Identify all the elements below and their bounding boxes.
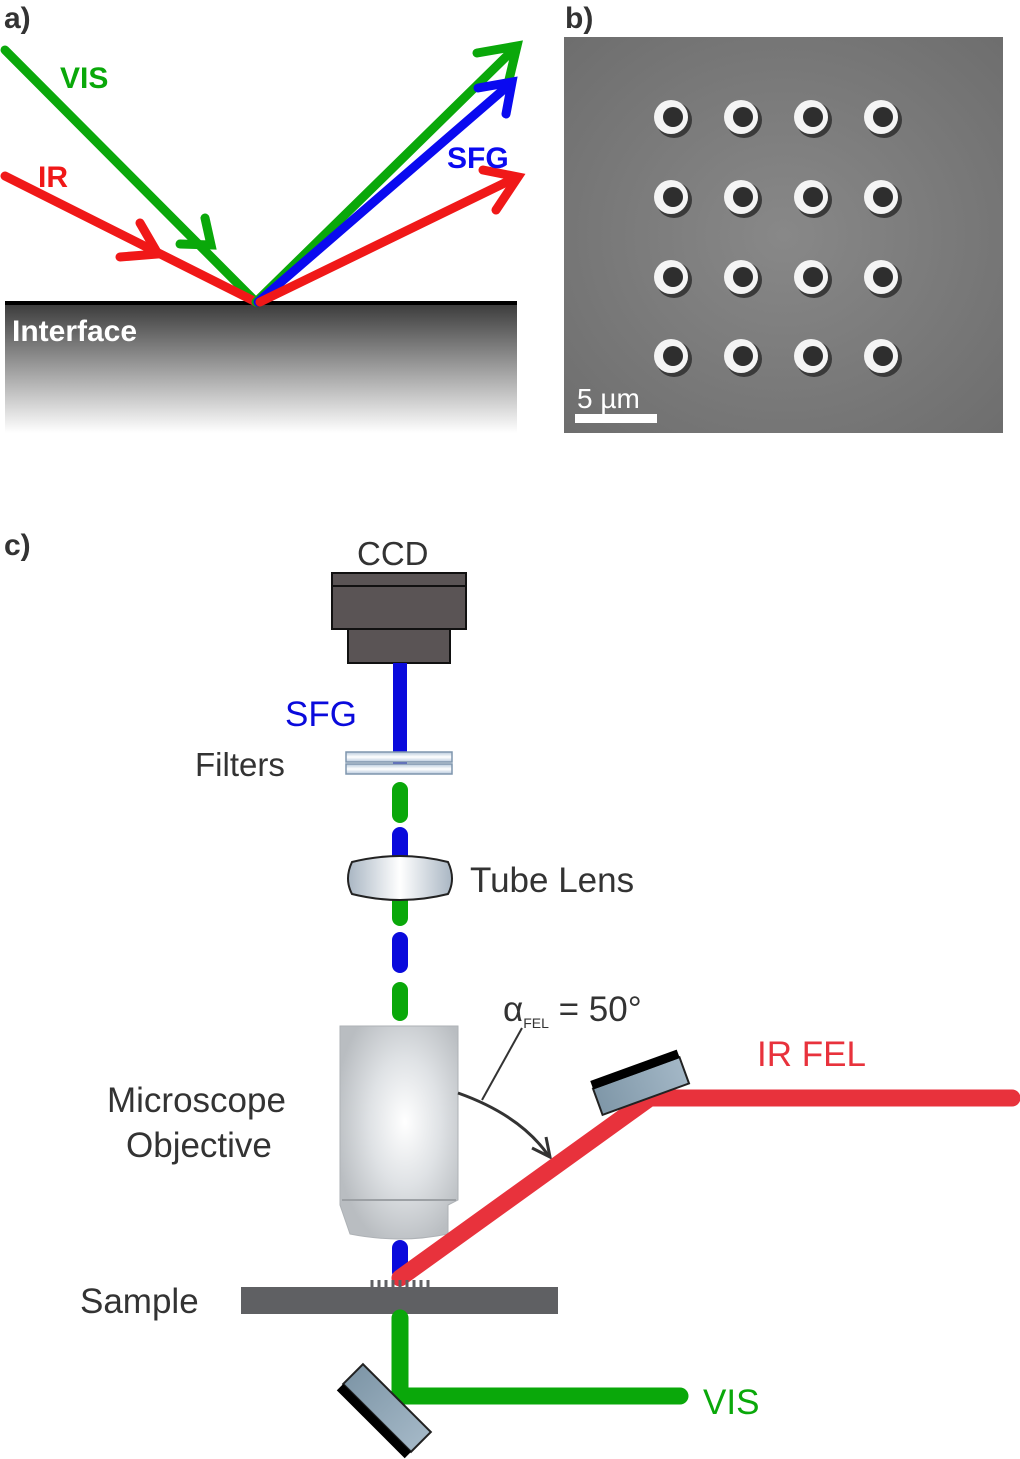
sem-dot (724, 100, 762, 138)
vis-beam-c (391, 1309, 689, 1405)
sem-dot (724, 260, 762, 298)
tube-lens (347, 855, 453, 901)
microscope-objective (339, 1025, 459, 1240)
panel-b: b) 5 µm (564, 2, 1003, 433)
vis-beam-outgoing (251, 40, 523, 307)
ir-fel-mirror (590, 1049, 691, 1117)
panel-c: c) CCD SFG Filters Tube Lens (4, 529, 1020, 1459)
filters-label: Filters (195, 746, 285, 783)
sem-dot (724, 339, 762, 377)
vis-beam-incoming (0, 45, 261, 307)
scale-bar-label: 5 µm (577, 383, 640, 414)
sem-dot (864, 339, 902, 377)
sem-dot (654, 260, 692, 298)
sample-structures (370, 1280, 430, 1287)
filters (345, 751, 453, 775)
ir-beam-incoming (0, 171, 261, 307)
objective-label-line2: Objective (126, 1126, 272, 1165)
sem-image-background (564, 37, 1003, 433)
sfg-label-a: SFG (447, 142, 509, 175)
sem-dot (654, 100, 692, 138)
sample-label: Sample (80, 1282, 199, 1321)
sem-dot (654, 339, 692, 377)
sem-dot-array (654, 100, 902, 377)
tube-lens-label: Tube Lens (470, 861, 634, 900)
sem-dot (794, 180, 832, 218)
sfg-label-c: SFG (285, 695, 357, 734)
alpha-arrowhead (531, 1136, 553, 1160)
panel-c-label: c) (4, 529, 31, 562)
sem-dot (864, 100, 902, 138)
alpha-leader-line (481, 1027, 523, 1101)
ccd-camera (331, 572, 467, 664)
ir-beam-outgoing (255, 165, 526, 307)
sample-stage (241, 1287, 558, 1314)
alpha-arc (457, 1091, 550, 1156)
sfg-beam-outgoing (253, 76, 518, 307)
interface-label: Interface (12, 315, 137, 348)
objective-label-line1: Microscope (107, 1081, 286, 1120)
alpha-label: αFEL = 50° (503, 990, 642, 1031)
vis-label-c: VIS (703, 1383, 759, 1422)
ir-label-a: IR (38, 161, 68, 194)
scale-bar (575, 414, 657, 423)
vis-mirror (336, 1362, 433, 1459)
ccd-label: CCD (357, 535, 429, 572)
sem-dot (654, 180, 692, 218)
sem-dot (864, 180, 902, 218)
vis-label-a: VIS (60, 62, 108, 95)
panel-a: a) Interface VIS IR (0, 2, 526, 433)
interface-block (5, 303, 517, 433)
ir-fel-label: IR FEL (757, 1035, 866, 1074)
sem-dot (864, 260, 902, 298)
sem-dot (724, 180, 762, 218)
panel-a-label: a) (4, 2, 31, 35)
panel-b-label: b) (565, 2, 593, 35)
sem-dot (794, 100, 832, 138)
sem-dot (794, 260, 832, 298)
sem-dot (794, 339, 832, 377)
ir-fel-beam (391, 1089, 1020, 1287)
